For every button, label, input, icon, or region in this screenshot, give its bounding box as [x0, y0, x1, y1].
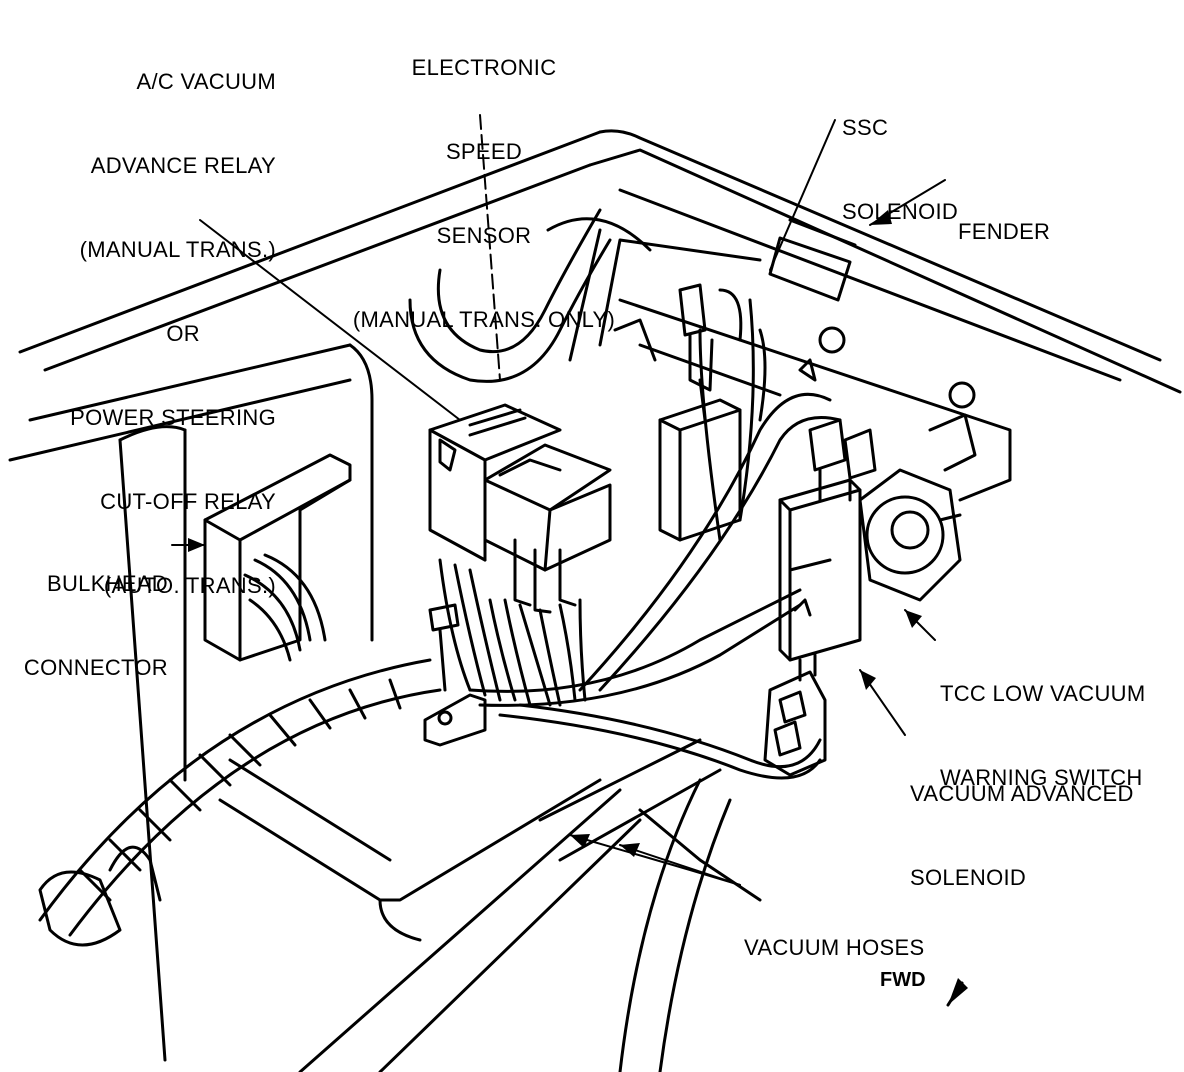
ac-relay-line-4: OR: [166, 321, 200, 346]
ssc-solenoid-line-1: SSC: [842, 115, 889, 140]
connector-plug: [763, 653, 827, 777]
inner-fender: [408, 208, 762, 383]
ac-relay-label: A/C VACUUM ADVANCE RELAY (MANUAL TRANS.)…: [70, 12, 276, 628]
ac-relay-line-2: ADVANCE RELAY: [90, 153, 276, 178]
speed-sensor-label: ELECTRONIC SPEED SENSOR (MANUAL TRANS. O…: [326, 0, 642, 362]
ssc-solenoid-unit: [658, 283, 743, 542]
ac-relay-block: [428, 403, 562, 562]
bulkhead-label: BULKHEAD CONNECTOR: [24, 514, 168, 710]
speed-sensor-line-2: SPEED: [445, 139, 523, 164]
fender-label: FENDER: [958, 162, 1050, 274]
ac-relay-line-6: CUT-OFF RELAY: [100, 489, 276, 514]
ac-relay-line-1: A/C VACUUM: [136, 69, 276, 94]
vacuum-solenoid-line-1: VACUUM ADVANCED: [910, 781, 1134, 806]
speed-sensor-line-4: (MANUAL TRANS. ONLY): [352, 307, 616, 332]
vacuum-solenoid-unit: [778, 418, 877, 662]
tcc-switch-label: TCC LOW VACUUM WARNING SWITCH: [940, 624, 1145, 820]
vacuum-hoses-line-1: VACUUM HOSES: [744, 935, 925, 960]
bracket-plate: [613, 298, 1012, 502]
tcc-switch-line-2: WARNING SWITCH: [940, 765, 1143, 790]
tcc-switch-line-1: TCC LOW VACUUM: [940, 681, 1146, 706]
bulkhead-line-1: BULKHEAD: [47, 571, 168, 596]
bulkhead-line-2: CONNECTOR: [23, 655, 168, 680]
fwd-arrow-shaft: [946, 981, 964, 1007]
ac-relay-line-3: (MANUAL TRANS.): [79, 237, 276, 262]
vacuum-solenoid-line-2: SOLENOID: [910, 865, 1027, 890]
bulkhead-connector: [118, 425, 352, 1062]
speed-sensor-line-3: SENSOR: [436, 223, 532, 248]
ac-relay-line-5: POWER STEERING: [70, 405, 276, 430]
fender-outline: [8, 129, 1182, 642]
ac-relay-line-7: (AUTO. TRANS.): [103, 573, 276, 598]
vacuum-hoses-label: VACUUM HOSES: [744, 878, 924, 990]
vacuum-solenoid-label: VACUUM ADVANCED SOLENOID: [910, 724, 1134, 920]
speed-sensor-line-1: ELECTRONIC: [411, 55, 557, 80]
ssc-solenoid-label: SSC SOLENOID: [842, 58, 958, 254]
lower-body: [218, 738, 762, 1072]
fwd-label: FWD: [880, 969, 926, 991]
ssc-solenoid-line-2: SOLENOID: [842, 199, 959, 224]
arrowheads: [188, 210, 968, 1005]
ground-stud: [423, 603, 487, 747]
fender-line-1: FENDER: [958, 219, 1051, 244]
speed-sensor-block: [483, 443, 612, 614]
tcc-switch: [858, 413, 977, 602]
